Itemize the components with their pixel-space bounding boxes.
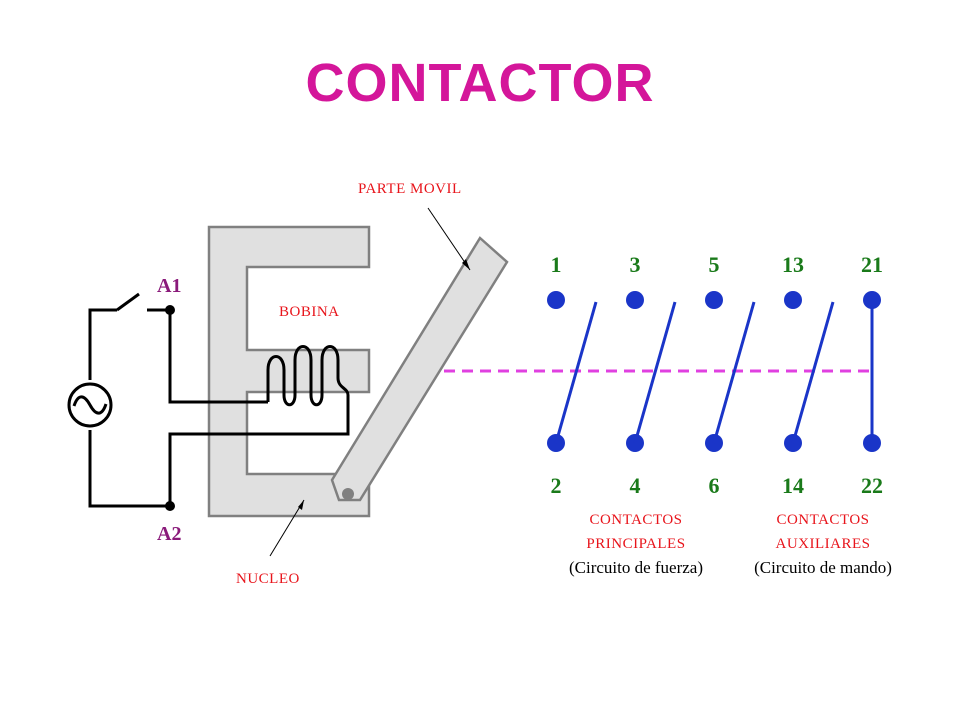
iron-core xyxy=(207,225,371,518)
terminal-a2-dot xyxy=(165,501,175,511)
contact-number-14: 14 xyxy=(782,473,804,498)
contact-5-6 xyxy=(705,291,756,452)
group-auxiliares-line1: CONTACTOS xyxy=(776,512,869,528)
label-parte-movil: PARTE MOVIL xyxy=(358,181,462,197)
contact-13-14 xyxy=(784,291,835,452)
contact-number-3: 3 xyxy=(630,252,641,277)
contact-21-22 xyxy=(863,291,881,452)
group-principales-line2: PRINCIPALES xyxy=(586,536,685,552)
contact-3-4 xyxy=(626,291,677,452)
contact-1-2-blade xyxy=(554,301,598,444)
contact-number-6: 6 xyxy=(709,473,720,498)
contact-number-2: 2 xyxy=(551,473,562,498)
group-auxiliares-line3: (Circuito de mando) xyxy=(754,558,892,577)
pointer-parte-movil xyxy=(427,207,471,271)
label-bobina: BOBINA xyxy=(279,304,340,320)
page-title: CONTACTOR xyxy=(305,53,655,113)
pivot-point xyxy=(342,488,354,500)
contact-5-6-top-dot xyxy=(705,291,723,309)
contact-1-2 xyxy=(547,291,598,452)
pointer-nucleo xyxy=(269,499,305,557)
contact-5-6-blade xyxy=(712,301,756,444)
group-principales-line3: (Circuito de fuerza) xyxy=(569,558,703,577)
terminal-a1-dot xyxy=(165,305,175,315)
contact-number-22: 22 xyxy=(861,473,883,498)
switch-icon xyxy=(116,292,140,312)
contact-number-4: 4 xyxy=(630,473,641,498)
contact-1-2-top-dot xyxy=(547,291,565,309)
contact-number-13: 13 xyxy=(782,252,804,277)
label-a2: A2 xyxy=(157,523,181,545)
contact-number-5: 5 xyxy=(709,252,720,277)
contact-3-4-blade xyxy=(633,301,677,444)
contact-number-21: 21 xyxy=(861,252,883,277)
contact-3-4-top-dot xyxy=(626,291,644,309)
contact-13-14-blade xyxy=(791,301,835,444)
ac-source-icon xyxy=(67,382,113,428)
moving-armature xyxy=(330,236,509,502)
group-auxiliares-line2: AUXILIARES xyxy=(776,536,871,552)
pointer-parte-movil-arrow xyxy=(462,259,470,270)
coil-winding xyxy=(266,345,350,407)
pointer-nucleo-arrow xyxy=(298,500,304,510)
control-circuit xyxy=(88,308,350,508)
label-nucleo: NUCLEO xyxy=(236,571,300,587)
group-principales-line1: CONTACTOS xyxy=(589,512,682,528)
contact-13-14-top-dot xyxy=(784,291,802,309)
label-a1: A1 xyxy=(157,275,181,297)
contact-number-1: 1 xyxy=(551,252,562,277)
